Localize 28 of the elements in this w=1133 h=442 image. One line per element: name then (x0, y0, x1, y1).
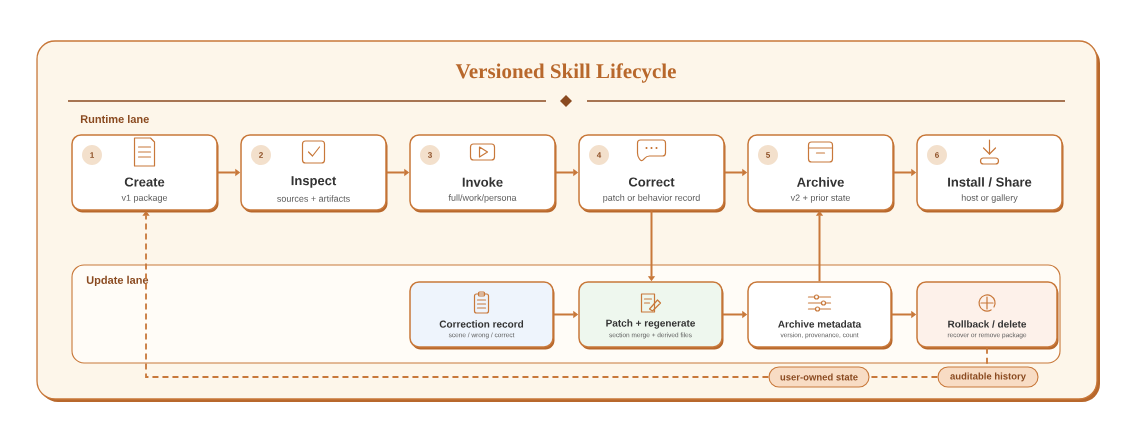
step-number: 6 (927, 145, 947, 165)
box-title: Rollback / delete (948, 320, 1027, 328)
box-title: Correction record (439, 320, 524, 328)
step-caption: v1 package (121, 194, 168, 203)
step-title: Correct (628, 177, 675, 187)
step-caption: full/work/persona (448, 194, 517, 203)
title: Versioned Skill Lifecycle (455, 63, 676, 83)
step-title: Install / Share (948, 177, 1032, 187)
step-caption: sources + artifacts (277, 195, 350, 202)
step-caption: host or gallery (961, 194, 1018, 203)
step-title: Archive (797, 177, 844, 187)
lane-heading: Runtime lane (80, 114, 149, 124)
step-number: 4 (589, 145, 609, 165)
box-title: Patch + regenerate (606, 319, 696, 329)
step-title: Create (124, 177, 165, 187)
step-number: 5 (758, 145, 778, 165)
pill-label: user-owned state (780, 373, 858, 381)
step-number: 2 (251, 145, 271, 165)
box-title: Archive metadata (778, 320, 862, 328)
step-title: Invoke (462, 177, 503, 187)
step-title: Inspect (291, 176, 337, 188)
step-caption: patch or behavior record (603, 194, 700, 203)
pill-label: auditable history (950, 372, 1026, 382)
lane-heading: Update lane (86, 275, 149, 287)
step-number: 1 (82, 145, 102, 165)
dashed-connector (868, 376, 939, 378)
step-caption: v2 + prior state (790, 194, 850, 203)
step-number: 3 (420, 145, 440, 165)
